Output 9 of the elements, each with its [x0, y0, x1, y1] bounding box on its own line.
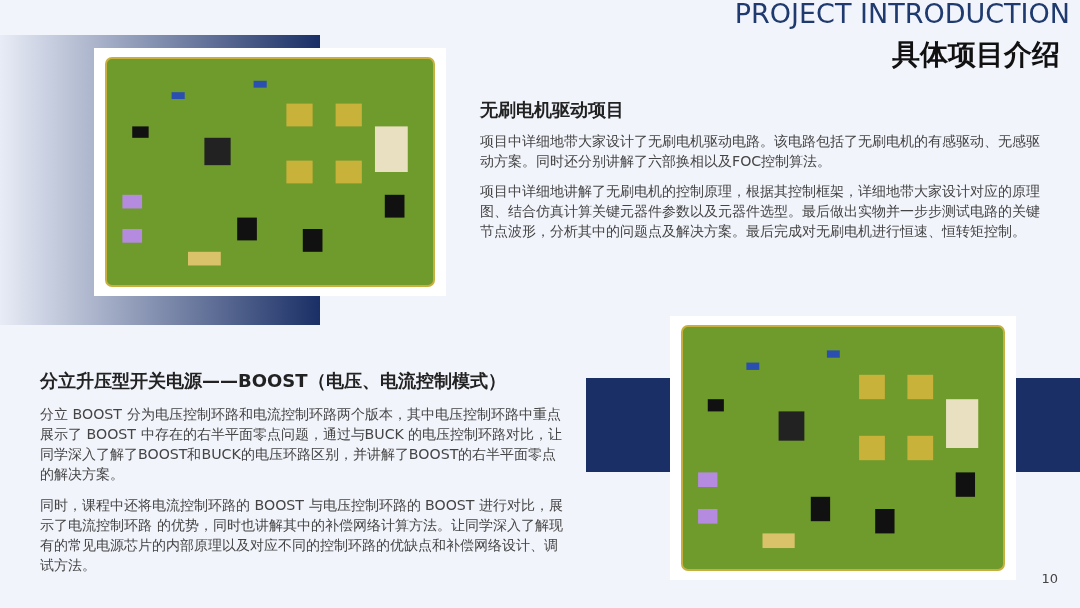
section-subtitle: PROJECT INTRODUCTION: [733, 0, 1070, 31]
page-number: 10: [1040, 570, 1058, 588]
paragraph: 同时，课程中还将电流控制环路的 BOOST 与电压控制环路的 BOOST 进行对比，展示了电流控制环路 的优势，同时也讲解其中的补偿网络计算方法。让同学深入了解现有的常见电源芯片的内部原理以及对应不同的控制环路的优缺点和补偿网络设计、调试方法。: [40, 496, 565, 575]
section-heading: 无刷电机驱动项目: [480, 98, 625, 122]
paragraph: 项目中详细地讲解了无刷电机的控制原理，根据其控制框架，详细地带大家设计对应的原理图、结合仿真计算关键元器件参数以及元器件选型。最后做出实物并一步步测试电路的关键节点波形，分析其中的问题点及解决方案。最后完成对无刷电机进行恒速、恒转矩控制。: [480, 182, 1040, 241]
paragraph: 项目中详细地带大家设计了无刷电机驱动电路。该电路包括了无刷电机的有感驱动、无感驱动方案。同时还分别讲解了六部换相以及FOC控制算法。: [480, 132, 1040, 171]
paragraph: 分立 BOOST 分为电压控制环路和电流控制环路两个版本，其中电压控制环路中重点展示了 BOOST 中存在的右半平面零点问题，通过与BUCK 的电压控制环路对比，让同学深入了解了BOOST和BUCK的电压环路区别，并讲解了BOOST的右半平面零点的解决方案。: [40, 405, 564, 484]
page-title: 具体项目介绍: [891, 37, 1060, 73]
section-heading: 分立升压型开关电源——BOOST（电压、电流控制模式）: [40, 369, 507, 393]
